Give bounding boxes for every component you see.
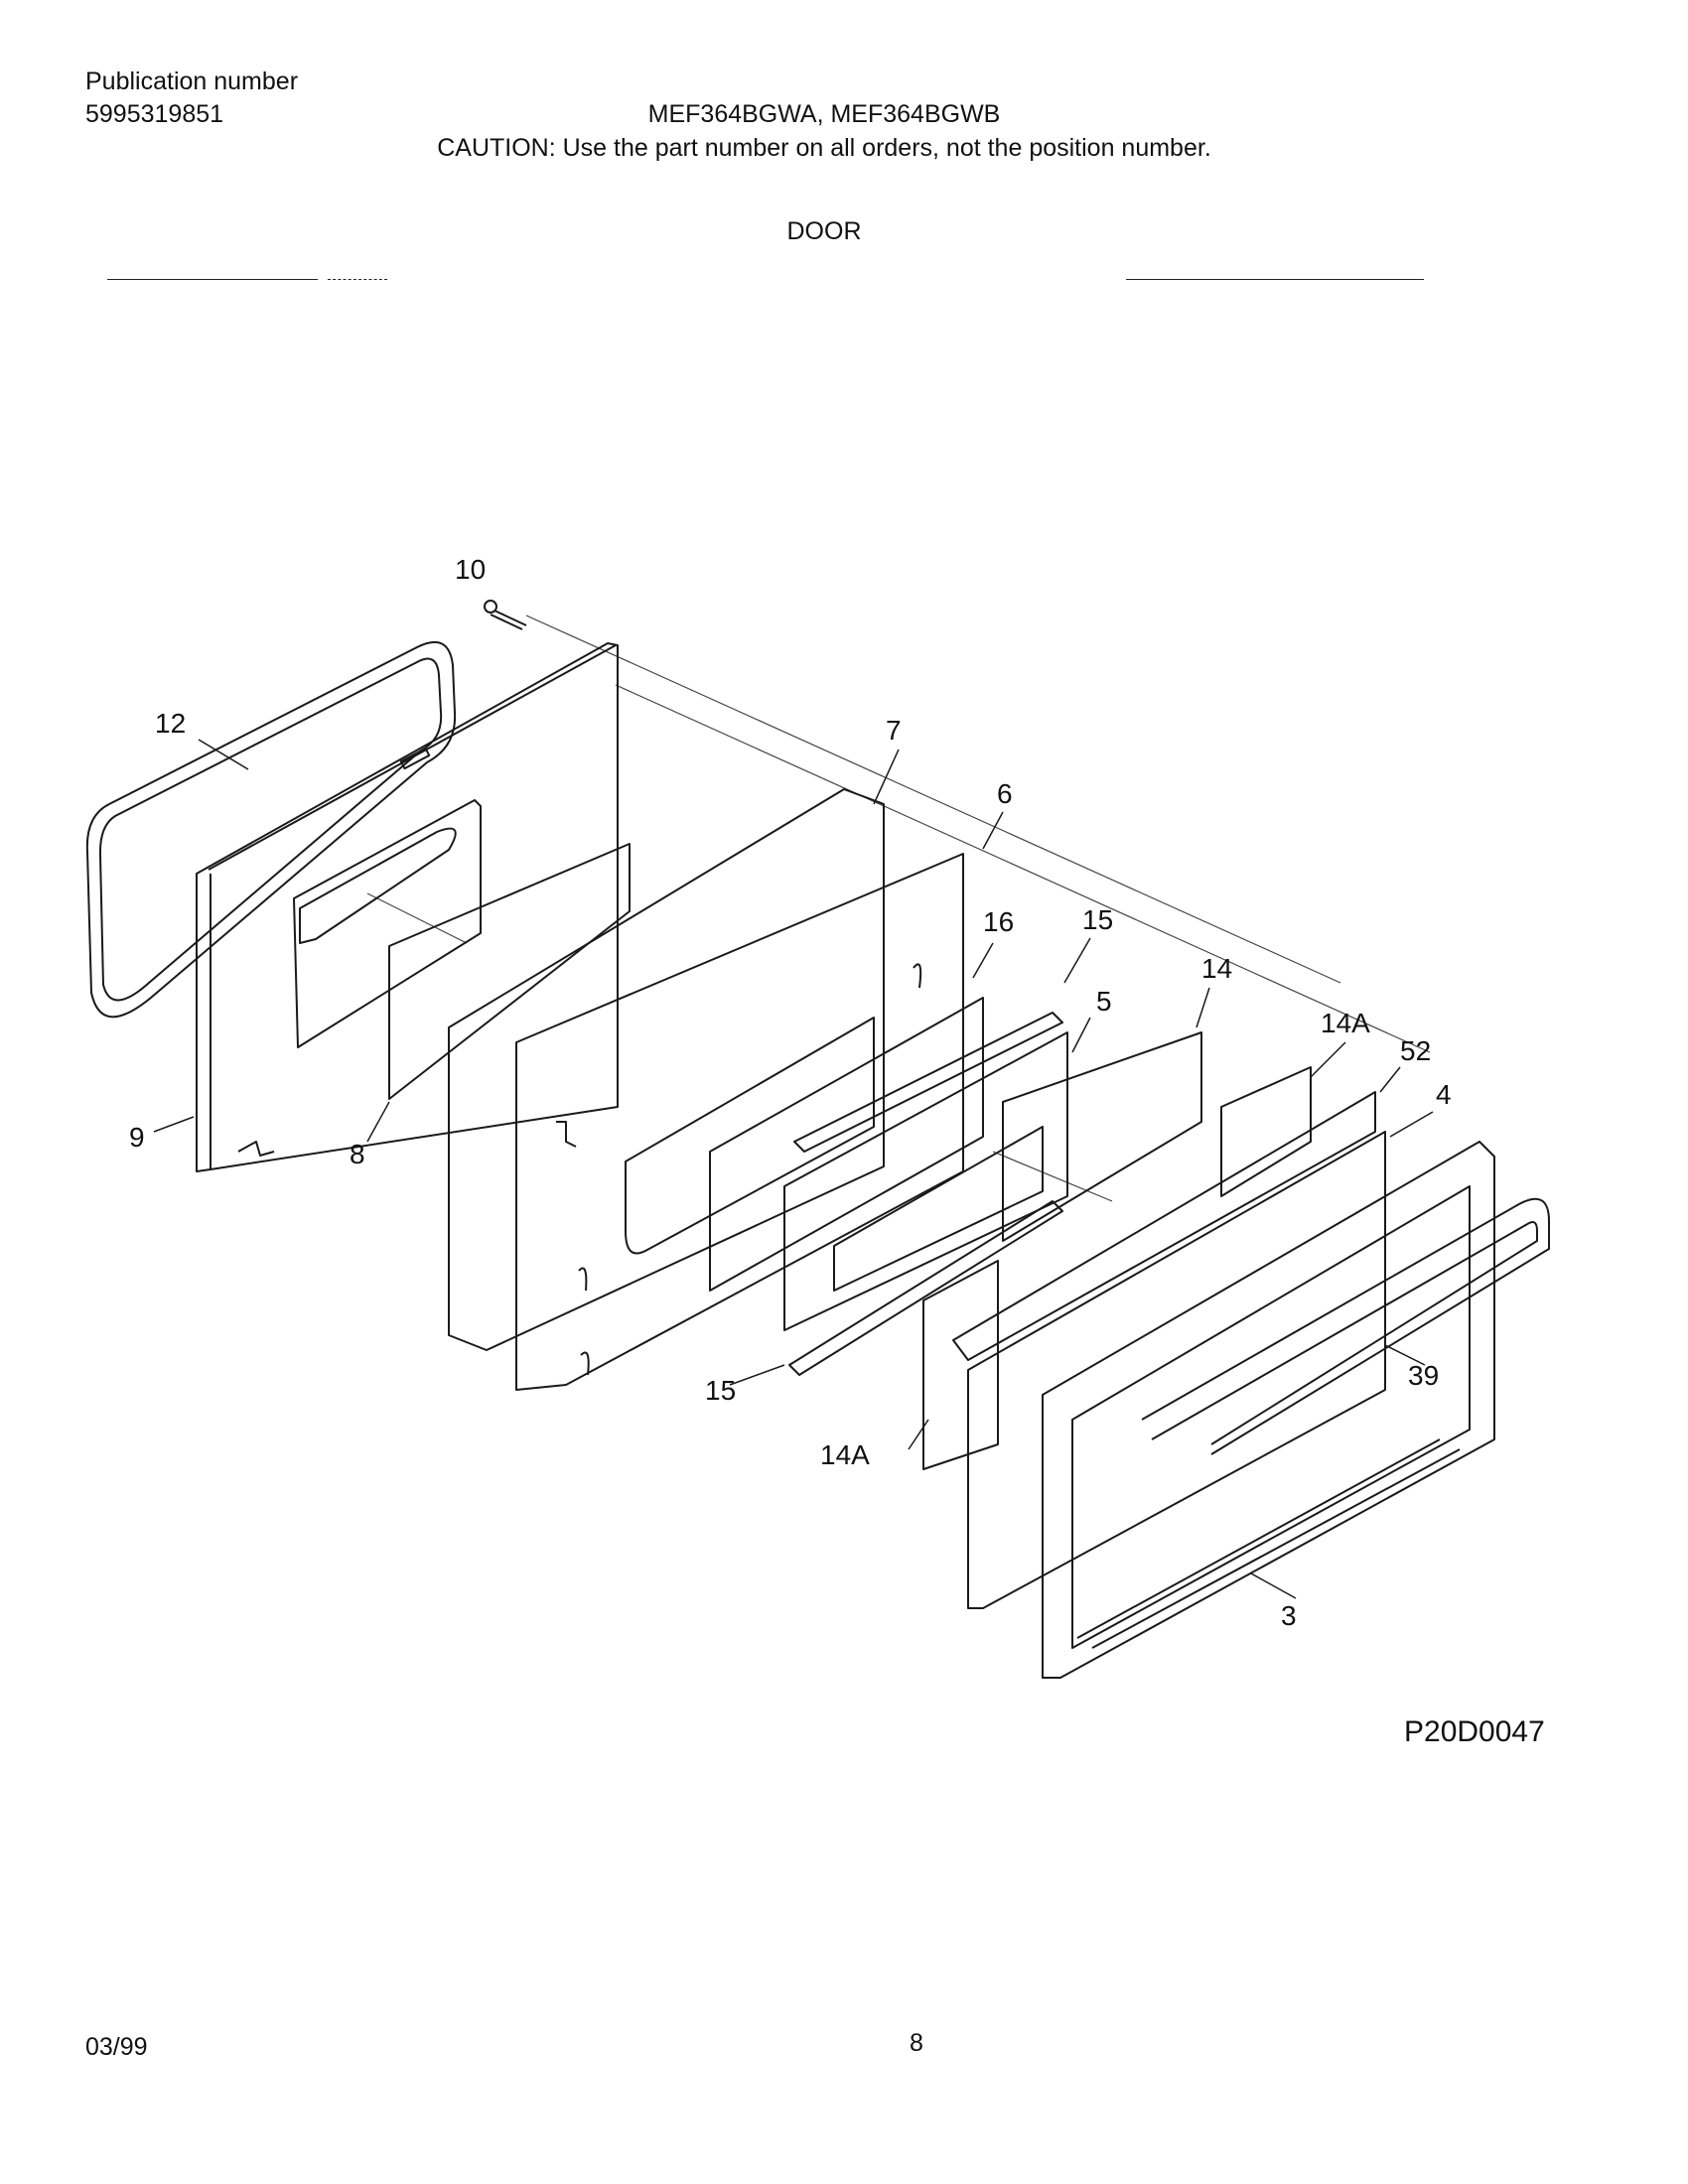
model-numbers: MEF364BGWA, MEF364BGWB [647,100,1001,128]
callout-label: 15 [705,1375,736,1406]
callout-label: 14 [1201,953,1232,984]
section-title: DOOR [786,217,862,245]
callout-label: 52 [1400,1035,1431,1066]
caution-note: CAUTION: Use the part number on all orde… [437,134,1211,162]
header-rule-right [1126,279,1424,280]
figure-id: P20D0047 [1404,1715,1545,1748]
publication-label: Publication number [85,68,299,95]
door-handle [1141,1197,1550,1455]
door-gasket [85,641,457,1019]
inner-door-panel [196,642,619,1172]
header-rule-left-dash [328,279,387,280]
door-window [783,1031,1068,1331]
callout-label: 10 [455,554,486,585]
callout-label: 15 [1082,904,1113,935]
glass-clip-top [793,1012,1063,1153]
window-insulation [1002,1031,1202,1242]
insulation [388,843,631,1100]
callout-labels: 10 12 7 6 16 15 14 5 14A 52 4 9 8 15 39 … [129,554,1452,1631]
outer-door-frame [1042,1141,1495,1679]
inner-glass [709,997,984,1292]
page-number: 8 [910,2029,923,2057]
callout-label: 14A [1321,1008,1370,1038]
callout-label: 16 [983,906,1014,937]
callout-label: 3 [1281,1600,1297,1631]
callout-label: 12 [155,708,186,739]
callout-label: 7 [886,715,902,746]
footer-date: 03/99 [85,2033,148,2061]
glass-clip-bottom [788,1200,1063,1376]
door-panel [448,788,885,1351]
door-liner [515,853,964,1391]
callout-label: 9 [129,1122,145,1153]
callout-leaders [153,739,1434,1599]
callout-label: 4 [1436,1079,1452,1110]
mounting-bracket [952,1091,1376,1361]
assembly-guide-lines [366,614,1431,1202]
callout-label: 5 [1096,986,1112,1017]
callout-label: 6 [997,778,1013,809]
insulation-strip-left [922,1260,999,1470]
header-rule-left [107,279,318,280]
screw [484,600,527,630]
callout-label: 14A [820,1439,870,1470]
insulation-strip-right [1220,1066,1312,1197]
callout-label: 8 [350,1139,365,1169]
publication-number: 5995319851 [85,100,224,128]
callout-label: 39 [1408,1360,1439,1391]
outer-panel [967,1131,1386,1609]
